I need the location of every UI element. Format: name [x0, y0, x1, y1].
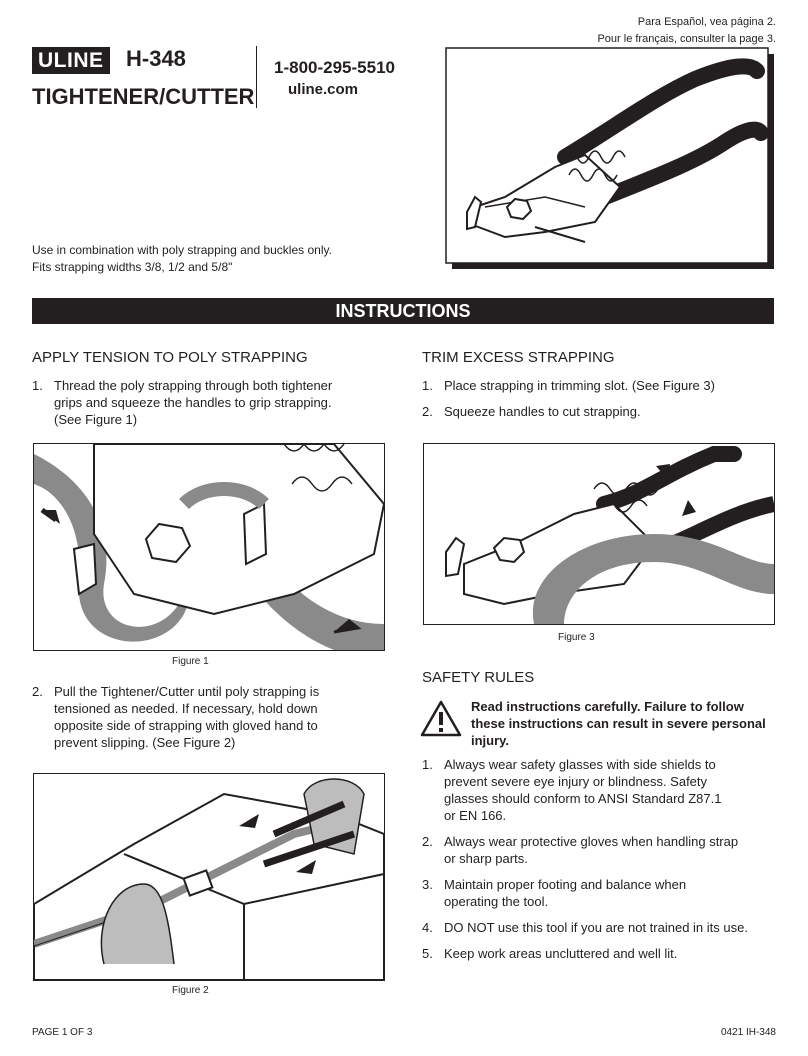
step-number: 1. [32, 378, 43, 393]
rule-line: Always wear protective gloves when handl… [444, 834, 739, 849]
step-line: grips and squeeze the handles to grip st… [54, 395, 332, 410]
step-line: Thread the poly strapping through both t… [54, 378, 333, 393]
header-divider [256, 46, 257, 108]
rule-text: Always wear safety glasses with side shi… [444, 756, 722, 824]
rule-number: 3. [422, 877, 433, 892]
phone-number: 1-800-295-5510 [274, 58, 395, 77]
figure-1-caption: Figure 1 [172, 656, 209, 667]
intro-line-2: Fits strapping widths 3/8, 1/2 and 5/8" [32, 260, 233, 274]
step-line: prevent slipping. (See Figure 2) [54, 735, 236, 750]
rule-line: Maintain proper footing and balance when [444, 877, 687, 892]
warning-icon [420, 700, 462, 738]
safety-rule-3: 3. Maintain proper footing and balance w… [422, 876, 782, 910]
rule-line: or sharp parts. [444, 851, 528, 866]
french-note: Pour le français, consulter la page 3. [597, 33, 776, 45]
uline-logo: ULINE [32, 47, 110, 74]
trim-heading: TRIM EXCESS STRAPPING [422, 349, 615, 366]
safety-rule-4: 4. DO NOT use this tool if you are not t… [422, 919, 782, 936]
trim-step-1: 1. Place strapping in trimming slot. (Se… [422, 377, 782, 394]
step-line: (See Figure 1) [54, 412, 138, 427]
step-number: 2. [32, 684, 43, 699]
step-text: Place strapping in trimming slot. (See F… [444, 377, 715, 394]
intro-line-1: Use in combination with poly strapping a… [32, 243, 332, 257]
tension-step-1: 1. Thread the poly strapping through bot… [32, 377, 377, 428]
tension-step-2: 2. Pull the Tightener/Cutter until poly … [32, 683, 377, 751]
step-line: tensioned as needed. If necessary, hold … [54, 701, 318, 716]
document-code: 0421 IH-348 [720, 1027, 776, 1038]
tension-heading: APPLY TENSION TO POLY STRAPPING [32, 349, 308, 366]
figure-3-illustration [423, 443, 775, 625]
rule-line: glasses should conform to ANSI Standard … [444, 791, 722, 806]
safety-rule-1: 1. Always wear safety glasses with side … [422, 756, 782, 824]
figure-2-illustration [33, 773, 385, 981]
figure-3-caption: Figure 3 [558, 632, 595, 643]
step-text: Thread the poly strapping through both t… [54, 377, 332, 428]
rule-text: DO NOT use this tool if you are not trai… [444, 919, 748, 936]
product-illustration [445, 47, 775, 270]
rule-line: prevent severe eye injury or blindness. … [444, 774, 708, 789]
rule-line: or EN 166. [444, 808, 507, 823]
rule-line: Keep work areas uncluttered and well lit… [444, 946, 678, 961]
safety-warning: Read instructions carefully. Failure to … [471, 698, 781, 749]
rule-text: Maintain proper footing and balance when… [444, 876, 686, 910]
rule-number: 4. [422, 920, 433, 935]
warning-line: injury. [471, 733, 510, 748]
safety-rule-2: 2. Always wear protective gloves when ha… [422, 833, 782, 867]
step-line: Pull the Tightener/Cutter until poly str… [54, 684, 320, 699]
page-number: PAGE 1 OF 3 [32, 1027, 93, 1038]
rule-text: Always wear protective gloves when handl… [444, 833, 738, 867]
rule-line: DO NOT use this tool if you are not trai… [444, 920, 748, 935]
step-line: Squeeze handles to cut strapping. [444, 404, 641, 419]
website: uline.com [288, 81, 359, 98]
model-number: H-348 [126, 46, 186, 71]
step-text: Pull the Tightener/Cutter until poly str… [54, 683, 319, 751]
rule-number: 1. [422, 757, 433, 772]
spanish-note: Para Español, vea página 2. [637, 16, 776, 28]
figure-2-caption: Figure 2 [172, 985, 209, 996]
step-line: Place strapping in trimming slot. (See F… [444, 378, 715, 393]
figure-1-illustration [33, 443, 385, 651]
warning-line: Read instructions carefully. Failure to … [471, 699, 744, 714]
step-line: opposite side of strapping with gloved h… [54, 718, 318, 733]
rule-number: 2. [422, 834, 433, 849]
instructions-banner: INSTRUCTIONS [32, 298, 774, 324]
safety-rule-5: 5. Keep work areas uncluttered and well … [422, 945, 782, 962]
step-text: Squeeze handles to cut strapping. [444, 403, 641, 420]
step-number: 1. [422, 378, 433, 393]
trim-step-2: 2. Squeeze handles to cut strapping. [422, 403, 782, 420]
rule-line: Always wear safety glasses with side shi… [444, 757, 716, 772]
step-number: 2. [422, 404, 433, 419]
page-title: TIGHTENER/CUTTER [32, 84, 255, 109]
rule-text: Keep work areas uncluttered and well lit… [444, 945, 677, 962]
rule-number: 5. [422, 946, 433, 961]
safety-heading: SAFETY RULES [422, 669, 535, 686]
rule-line: operating the tool. [444, 894, 549, 909]
warning-line: these instructions can result in severe … [471, 716, 766, 731]
